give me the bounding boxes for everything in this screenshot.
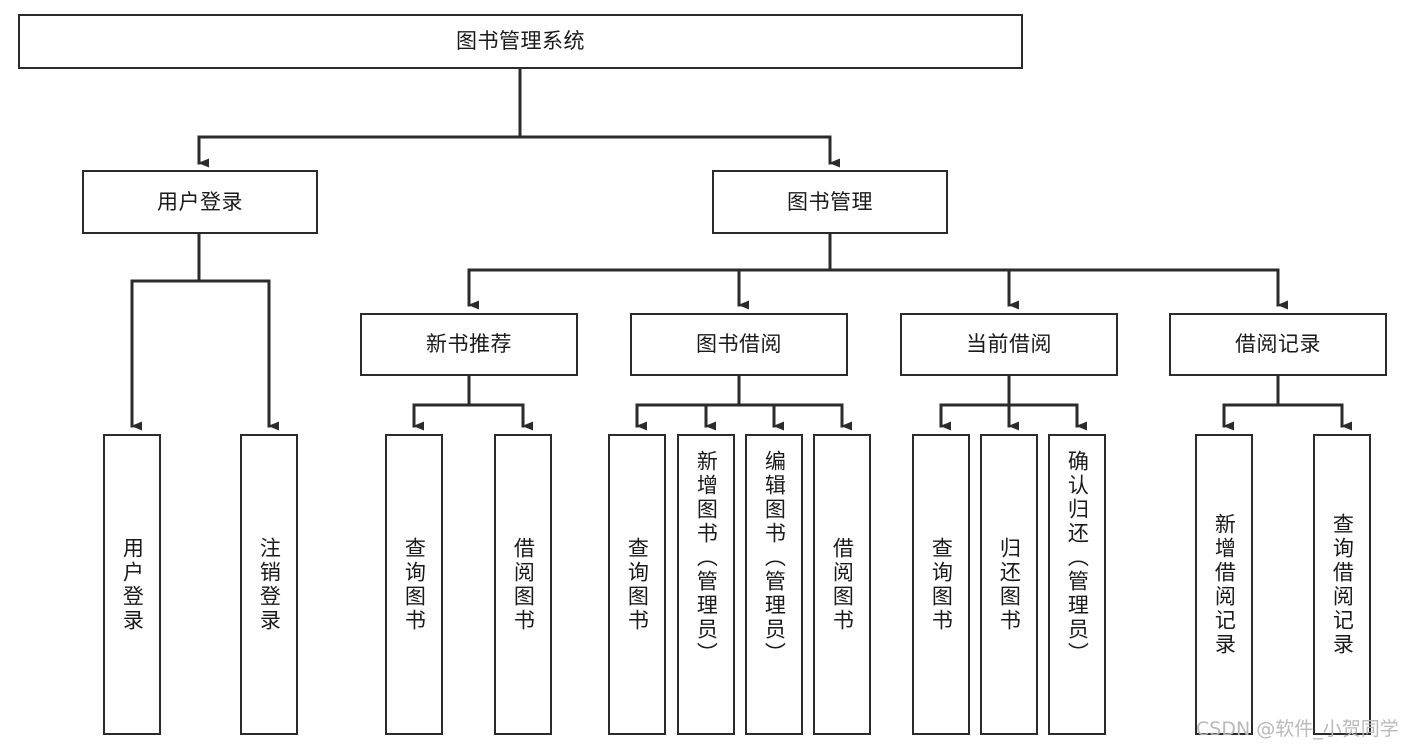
node-borrow-record-label: 借阅记录 (1235, 332, 1321, 357)
leaf-cb-query-book-label: 查询图书 (929, 536, 954, 633)
leaf-cb-return-book[interactable]: 归还图书 (980, 434, 1038, 735)
leaf-bb-query-book-label: 查询图书 (625, 536, 650, 633)
leaf-user-login-label: 用户登录 (120, 536, 145, 633)
leaf-user-login[interactable]: 用户登录 (103, 434, 161, 735)
leaf-bb-add-book-admin[interactable]: 新增图书（管理员） (677, 434, 735, 735)
leaf-br-add-record-label: 新增借阅记录 (1212, 512, 1237, 657)
leaf-bb-query-book[interactable]: 查询图书 (608, 434, 666, 735)
leaf-bb-borrow-book[interactable]: 借阅图书 (813, 434, 871, 735)
leaf-nb-query-book[interactable]: 查询图书 (385, 434, 443, 735)
node-new-book-recommend[interactable]: 新书推荐 (360, 313, 578, 376)
leaf-cb-confirm-return-admin-label: 确认归还（管理员） (1065, 450, 1090, 666)
leaf-cb-query-book[interactable]: 查询图书 (912, 434, 970, 735)
leaf-br-query-record-label: 查询借阅记录 (1330, 512, 1355, 657)
node-root[interactable]: 图书管理系统 (18, 14, 1023, 69)
csdn-watermark: CSDN @软件_小贺同学 (1196, 718, 1399, 740)
leaf-bb-edit-book-admin-label: 编辑图书（管理员） (762, 450, 787, 666)
leaf-cb-confirm-return-admin[interactable]: 确认归还（管理员） (1048, 434, 1106, 735)
leaf-br-query-record[interactable]: 查询借阅记录 (1313, 434, 1371, 735)
node-user-login-label: 用户登录 (157, 189, 243, 214)
leaf-nb-query-book-label: 查询图书 (402, 536, 427, 633)
node-user-login[interactable]: 用户登录 (82, 170, 318, 234)
leaf-bb-borrow-book-label: 借阅图书 (830, 536, 855, 633)
leaf-logout[interactable]: 注销登录 (240, 434, 298, 735)
leaf-nb-borrow-book-label: 借阅图书 (511, 536, 536, 633)
leaf-br-add-record[interactable]: 新增借阅记录 (1195, 434, 1253, 735)
leaf-bb-edit-book-admin[interactable]: 编辑图书（管理员） (745, 434, 803, 735)
leaf-nb-borrow-book[interactable]: 借阅图书 (494, 434, 552, 735)
node-new-book-recommend-label: 新书推荐 (426, 332, 512, 357)
leaf-cb-return-book-label: 归还图书 (997, 536, 1022, 633)
node-book-borrow[interactable]: 图书借阅 (630, 313, 848, 376)
node-book-management[interactable]: 图书管理 (712, 170, 948, 234)
node-current-borrow-label: 当前借阅 (966, 332, 1052, 357)
node-current-borrow[interactable]: 当前借阅 (900, 313, 1118, 376)
node-borrow-record[interactable]: 借阅记录 (1169, 313, 1387, 376)
node-root-label: 图书管理系统 (456, 29, 585, 54)
node-book-management-label: 图书管理 (787, 189, 873, 214)
leaf-bb-add-book-admin-label: 新增图书（管理员） (694, 450, 719, 666)
node-book-borrow-label: 图书借阅 (696, 332, 782, 357)
leaf-logout-label: 注销登录 (257, 536, 282, 633)
